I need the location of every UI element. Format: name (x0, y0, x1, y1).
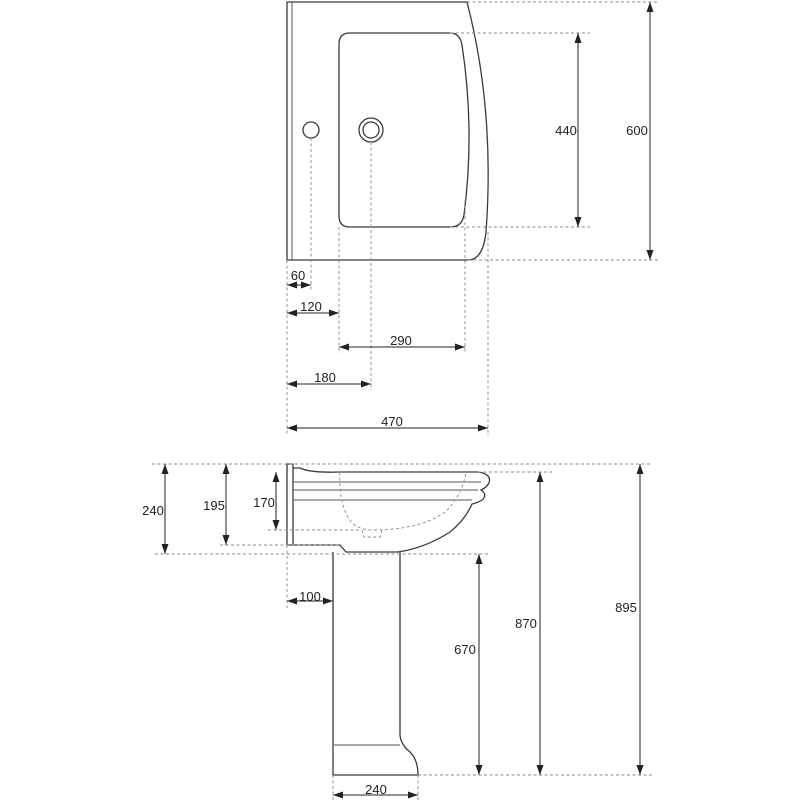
arrow-waste-height-bottom (272, 520, 280, 530)
label-pedestal-offset: 100 (299, 589, 321, 604)
arrow-bowl-width-left (339, 343, 349, 351)
label-bowl-offset: 120 (300, 299, 322, 314)
arrow-waste-offset-right (361, 380, 371, 388)
plan-basin-outline (286, 1, 489, 261)
label-tap-offset: 60 (291, 268, 305, 283)
label-bowl-width: 290 (390, 333, 412, 348)
plan-bowl-outline (338, 32, 470, 228)
arrow-bowl-depth-top (574, 33, 582, 43)
label-bowl-height: 195 (203, 498, 225, 513)
arrow-overall-height-bottom (636, 765, 644, 775)
side-waste-hidden (361, 529, 383, 538)
arrow-rim-height-top (536, 472, 544, 482)
label-waste-offset: 180 (314, 370, 336, 385)
waste-outlet-inner (362, 121, 380, 139)
arrow-basin-height-bottom (161, 544, 169, 554)
plan-view: 600 440 60 120 290 180 470 (286, 1, 658, 436)
arrow-bowl-depth-bottom (574, 217, 582, 227)
side-view: 240 195 170 100 670 870 895 (142, 463, 652, 800)
arrow-pedestal-base-left (333, 791, 343, 799)
arrow-bowl-offset-right (329, 309, 339, 317)
side-basin-outline (293, 467, 491, 553)
label-bowl-depth: 440 (555, 123, 577, 138)
arrow-tap-offset-right (301, 281, 311, 289)
arrow-pedestal-offset-left (287, 597, 297, 605)
label-overall-height: 895 (615, 600, 637, 615)
side-bowl-hidden (339, 471, 467, 531)
label-waste-height: 170 (253, 495, 275, 510)
label-width: 470 (381, 414, 403, 429)
tap-hole (302, 121, 320, 139)
label-pedestal-base: 240 (365, 782, 387, 797)
arrow-bowl-width-right (455, 343, 465, 351)
arrow-width-left (287, 424, 297, 432)
arrow-rim-height-bottom (536, 765, 544, 775)
side-wall-plate (286, 463, 294, 546)
arrow-bowl-offset-left (287, 309, 297, 317)
side-pedestal-outline (332, 552, 419, 776)
arrow-pedestal-offset-right (323, 597, 333, 605)
arrow-overall-height-top (636, 464, 644, 474)
arrow-bowl-height-bottom (222, 535, 230, 545)
label-pedestal-height: 670 (454, 642, 476, 657)
arrow-pedestal-base-right (408, 791, 418, 799)
arrow-tap-offset-left (287, 281, 297, 289)
arrow-waste-height-top (272, 472, 280, 482)
label-depth: 600 (626, 123, 648, 138)
arrow-pedestal-height-bottom (475, 765, 483, 775)
arrow-basin-height-top (161, 464, 169, 474)
arrow-width-right (478, 424, 488, 432)
label-rim-height: 870 (515, 616, 537, 631)
arrow-waste-offset-left (287, 380, 297, 388)
label-basin-height: 240 (142, 503, 164, 518)
arrow-pedestal-height-top (475, 554, 483, 564)
arrow-bowl-height-top (222, 464, 230, 474)
arrow-depth-bottom (646, 250, 654, 260)
arrow-depth-top (646, 2, 654, 12)
